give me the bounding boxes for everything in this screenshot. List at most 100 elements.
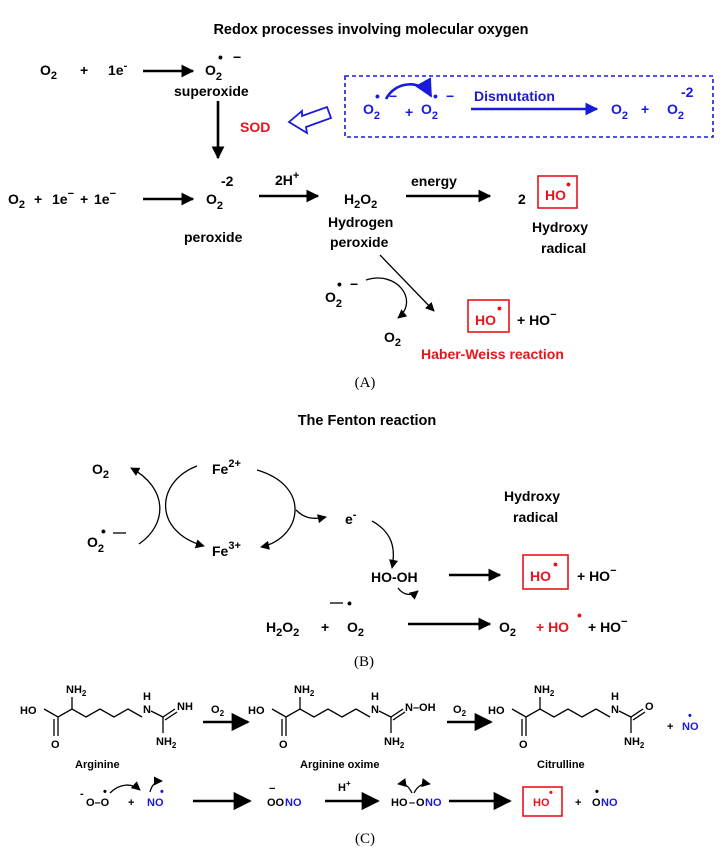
- dismutation-plus-2: +: [641, 101, 649, 117]
- fenton-red-hydroxyl: + HO: [536, 619, 569, 635]
- reaction-o2-to-superoxide: O2 + 1e- O2 • − superoxide: [40, 49, 249, 99]
- dismutation-plus: +: [405, 104, 413, 120]
- oxime-backbone: [271, 708, 371, 718]
- protonation-h: H+: [338, 779, 351, 794]
- fenton-hydroxyl-dot: •: [553, 556, 558, 572]
- oxime-o: O: [279, 739, 288, 751]
- arginine-guanidine-nh-double: [164, 711, 178, 721]
- peroxynitrite-reaction: O–O - • + NO • − OO NO H+ HO – O NO HO •…: [80, 776, 618, 817]
- superoxide-consumption-curve: [365, 277, 408, 319]
- citrulline-plus: +: [667, 721, 673, 733]
- panel-a-title: Redox processes involving molecular oxyg…: [213, 22, 528, 38]
- fe2-label: Fe2+: [212, 458, 241, 477]
- arginine-structure: HO O NH2 H N NH NH2 Arginine: [20, 684, 193, 771]
- citrulline-structure: HO O NH2 H N O NH2 Citrulline: [488, 684, 654, 771]
- oxime-guanidine-bond: [378, 710, 392, 718]
- o2-label: O2: [40, 62, 57, 82]
- peroxynitrous-dash: –: [409, 797, 415, 809]
- citrulline-co-bond: [630, 708, 644, 718]
- oxime-nh2-label: NH2: [384, 736, 405, 750]
- panel-c: HO O NH2 H N NH NH2 Arginine O2 HO O NH2…: [20, 684, 699, 847]
- citrulline-ho: HO: [488, 705, 505, 717]
- plus-sign-3: +: [80, 191, 88, 207]
- fenton-hydroxyl-box: [522, 554, 569, 590]
- peroxynitrite-hydroxyl-box: [522, 786, 563, 817]
- dismutation-superoxide-1: O2: [363, 101, 380, 122]
- hydroxyl-radical: HO: [545, 187, 566, 203]
- arginine-label: Arginine: [75, 759, 120, 771]
- superoxide-o-o: O–O: [86, 797, 110, 809]
- arginine-guanidine-nh: [162, 708, 176, 718]
- fe2-to-fe3-curve: [256, 469, 296, 550]
- citrulline-no-dot: •: [688, 710, 692, 722]
- arginine-nh2: NH2: [66, 684, 87, 698]
- citrulline-urea-bond: [618, 710, 632, 718]
- nitrogen-dioxide-no: NO: [601, 797, 618, 809]
- hydrogen-peroxide-label: HO-OH: [371, 569, 418, 585]
- haber-weiss-o2: O2: [384, 329, 401, 349]
- citrulline-h: H: [611, 691, 619, 703]
- peroxynitrous-no: NO: [425, 797, 442, 809]
- citrulline-no-product: NO: [682, 721, 699, 733]
- dismutation-o2: O2: [611, 101, 628, 122]
- fenton-hydroxyl: HO: [530, 568, 551, 584]
- electron-transfer-curved-arrow: [384, 77, 433, 100]
- peroxide-charge: -2: [221, 173, 234, 189]
- peroxynitrite-hydroxyl-dot: •: [549, 787, 553, 799]
- fenton-h2o2: H2O2: [266, 619, 299, 639]
- superoxide-label: superoxide: [174, 83, 249, 99]
- plus-sign: +: [80, 62, 88, 78]
- fenton-o2: O2: [92, 461, 109, 481]
- peroxynitrite-plus-2: +: [575, 797, 581, 809]
- radical-label: radical: [541, 240, 586, 256]
- peroxynitrite-plus: +: [128, 797, 134, 809]
- citrulline-nh2: NH2: [534, 684, 555, 698]
- haber-weiss-arrow: [379, 254, 435, 312]
- peroxide-formula: O2: [206, 191, 223, 212]
- haber-weiss-hydroxyl-dot: •: [497, 300, 502, 316]
- dismutation-peroxide: O2: [667, 101, 684, 122]
- fenton-hydroxy-label: Hydroxy: [504, 488, 560, 504]
- arginine-backbone: [43, 708, 143, 718]
- peroxynitrous-ho: HO: [391, 797, 408, 809]
- fe3-label: Fe3+: [212, 540, 241, 559]
- oxime-h: H: [371, 691, 379, 703]
- fenton-radical-label: radical: [513, 509, 558, 525]
- oxime-nh2: NH2: [294, 684, 315, 698]
- peroxide-label: peroxide: [184, 229, 243, 245]
- superoxide-radical-dot: •: [103, 786, 107, 798]
- nitrogen-dioxide-dot: •: [595, 786, 599, 798]
- coefficient-two: 2: [518, 191, 526, 207]
- arginine-oxime-label: Arginine oxime: [300, 759, 379, 771]
- fe3-to-fe2-curve: [165, 465, 205, 549]
- fenton-superoxide-dot: •: [101, 523, 106, 539]
- dismutation-label: Dismutation: [474, 88, 555, 104]
- arginine-to-oxime-o2: O2: [211, 704, 225, 718]
- citrulline-o: O: [519, 739, 528, 751]
- radical-coupling-arrow-1: [109, 781, 141, 794]
- nitrogen-dioxide-o: O: [592, 797, 601, 809]
- oxime-n: N: [371, 704, 379, 716]
- caption-a: (A): [355, 375, 376, 391]
- caption-c: (C): [355, 831, 375, 847]
- fenton-superoxide: O2: [87, 534, 104, 555]
- peroxynitrite-oo: OO: [267, 797, 285, 809]
- fenton-o2-reactant: O2: [347, 619, 364, 639]
- superoxide-to-o2-curve: [130, 467, 161, 545]
- oxime-n-bond: [390, 708, 404, 718]
- fenton-o2-dot: •: [347, 595, 352, 611]
- oxime-ho: HO: [248, 705, 265, 717]
- dismutation-dot-1: •: [375, 88, 380, 104]
- fenton-o2-product: O2: [499, 619, 516, 639]
- haber-weiss-label: Haber-Weiss reaction: [421, 346, 564, 362]
- hydrogen-label: Hydrogen: [328, 214, 393, 230]
- hydroxyl-radical-dot: •: [566, 176, 571, 192]
- minus-charge: −: [233, 49, 241, 65]
- arginine-n: N: [143, 704, 151, 716]
- radical-dot: •: [218, 49, 223, 65]
- fenton-hydroxide: + HO−: [577, 565, 617, 584]
- arginine-ho: HO: [20, 705, 37, 717]
- electron-release-arrow: [295, 509, 327, 524]
- bond-cleavage-arrow: [397, 587, 419, 600]
